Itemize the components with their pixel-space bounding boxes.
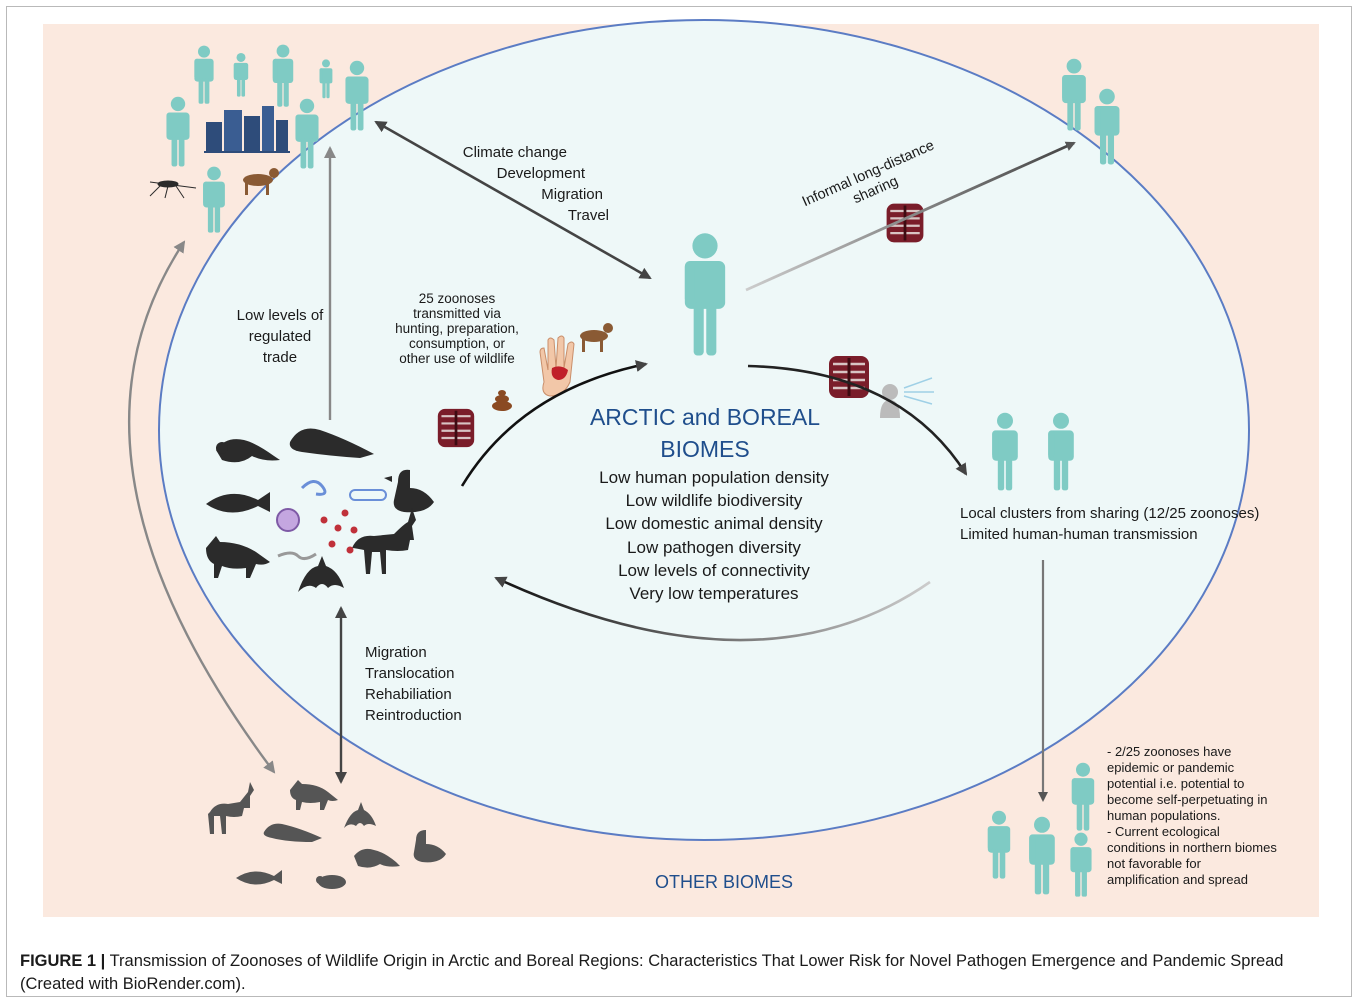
svg-text:- Current ecological: - Current ecological <box>1107 824 1220 839</box>
wildlife-movement-text: Migration Translocation Rehabiliation Re… <box>365 644 462 724</box>
svg-text:trade: trade <box>263 349 297 366</box>
figure-caption: FIGURE 1 | Transmission of Zoonoses of W… <box>20 950 1340 996</box>
feces-icon <box>492 390 512 411</box>
svg-text:transmitted via: transmitted via <box>413 306 501 321</box>
svg-text:Rehabiliation: Rehabiliation <box>365 686 452 703</box>
svg-text:epidemic or pandemic: epidemic or pandemic <box>1107 760 1235 775</box>
drivers-arrow <box>374 120 652 280</box>
mink-icon <box>354 848 400 868</box>
svg-text:Migration: Migration <box>541 186 603 203</box>
deer-icon <box>352 508 416 574</box>
svg-text:25 zoonoses: 25 zoonoses <box>419 291 496 306</box>
svg-text:ARCTIC and BOREAL: ARCTIC and BOREAL <box>590 404 820 430</box>
wildlife-to-human-arrow <box>460 360 648 487</box>
svg-text:BIOMES: BIOMES <box>660 436 749 462</box>
svg-text:Low human population density: Low human population density <box>599 468 829 487</box>
fish-icon <box>236 870 282 885</box>
svg-text:Development: Development <box>497 165 586 182</box>
local-clusters-text: Local clusters from sharing (12/25 zoono… <box>960 505 1259 543</box>
virus-icons <box>320 509 358 554</box>
arctic-boreal-ellipse <box>158 19 1250 841</box>
svg-text:Translocation: Translocation <box>365 665 455 682</box>
caption-text: Transmission of Zoonoses of Wildlife Ori… <box>20 952 1284 993</box>
caption-label: FIGURE 1 | <box>20 952 106 970</box>
trade-label: Low levels of regulated trade <box>237 307 325 366</box>
long-distance-sharing-arrow <box>745 141 1076 292</box>
svg-text:conditions in northern biomes: conditions in northern biomes <box>1107 840 1277 855</box>
nematode-icon <box>277 551 317 561</box>
goose-icon <box>384 469 434 513</box>
meat-icon <box>436 407 476 449</box>
svg-text:Low levels of: Low levels of <box>237 307 325 324</box>
zoonoses-diagram: Climate change Development Migration Tra… <box>43 19 1319 917</box>
wolf-icon <box>290 780 338 810</box>
svg-text:regulated: regulated <box>249 328 312 345</box>
pandemic-notes: - 2/25 zoonoses have epidemic or pandemi… <box>1107 744 1277 887</box>
bat-icon <box>344 802 376 828</box>
goose-icon <box>413 830 446 863</box>
vole-icon <box>316 875 346 889</box>
biome-characteristics: Low human population density Low wildlif… <box>599 468 829 603</box>
svg-text:Migration: Migration <box>365 644 427 661</box>
drivers-text: Climate change Development Migration Tra… <box>463 144 609 224</box>
svg-text:Low wildlife biodiversity: Low wildlife biodiversity <box>626 491 803 510</box>
city-buildings-icon <box>204 106 290 153</box>
svg-text:human populations.: human populations. <box>1107 808 1220 823</box>
svg-text:hunting, preparation,: hunting, preparation, <box>395 321 519 336</box>
svg-text:Low domestic animal density: Low domestic animal density <box>605 514 823 533</box>
zoonoses-label: 25 zoonoses transmitted via hunting, pre… <box>395 291 519 366</box>
cell-icon <box>276 508 300 532</box>
bloody-hand-icon <box>539 335 575 397</box>
mosquito-icon <box>149 180 197 199</box>
parasite-worm-icon <box>300 480 327 496</box>
svg-text:Very low temperatures: Very low temperatures <box>629 584 798 603</box>
bat-icon <box>298 556 344 592</box>
svg-text:amplification and spread: amplification and spread <box>1107 872 1248 887</box>
svg-text:other use of wildlife: other use of wildlife <box>399 351 515 366</box>
svg-text:potential i.e. potential to: potential i.e. potential to <box>1107 776 1244 791</box>
svg-text:Local clusters from sharing (1: Local clusters from sharing (12/25 zoono… <box>960 505 1259 522</box>
svg-text:not favorable for: not favorable for <box>1107 856 1202 871</box>
svg-text:Low pathogen diversity: Low pathogen diversity <box>627 538 801 557</box>
between-biomes-arrow <box>128 240 276 774</box>
seal-icon <box>263 823 322 842</box>
svg-text:Travel: Travel <box>568 207 609 224</box>
svg-text:Low levels of connectivity: Low levels of connectivity <box>618 561 810 580</box>
other-biomes-label: OTHER BIOMES <box>655 872 793 892</box>
svg-text:become self-perpetuating in: become self-perpetuating in <box>1107 792 1267 807</box>
local-sharing-arrow <box>747 364 968 476</box>
dog-icon <box>243 168 279 195</box>
return-to-wildlife-arrow <box>494 576 931 642</box>
svg-text:Reintroduction: Reintroduction <box>365 707 462 724</box>
pathogen-icons <box>276 480 387 561</box>
center-title: ARCTIC and BOREAL BIOMES <box>590 404 820 462</box>
svg-text:Limited human-human transmissi: Limited human-human transmission <box>960 526 1198 543</box>
deer-icon <box>208 782 254 834</box>
svg-text:Climate change: Climate change <box>463 144 567 161</box>
dog-icon-small <box>580 323 613 352</box>
seal-icon <box>289 428 374 458</box>
svg-text:consumption, or: consumption, or <box>409 336 506 351</box>
bacteria-icon <box>349 489 387 501</box>
svg-text:- 2/25 zoonoses have: - 2/25 zoonoses have <box>1107 744 1231 759</box>
meat-icon <box>827 354 871 400</box>
other-biomes-wildlife <box>208 780 446 889</box>
